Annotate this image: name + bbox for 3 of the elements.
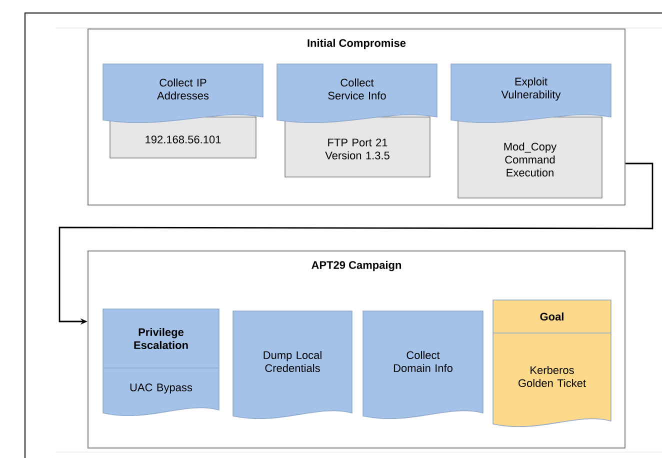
detail-box: Mod_Copy Command Execution bbox=[458, 116, 602, 198]
detail-box: 192.168.56.101 bbox=[110, 116, 256, 158]
detail-box: FTP Port 21 Version 1.3.5 bbox=[284, 116, 430, 178]
